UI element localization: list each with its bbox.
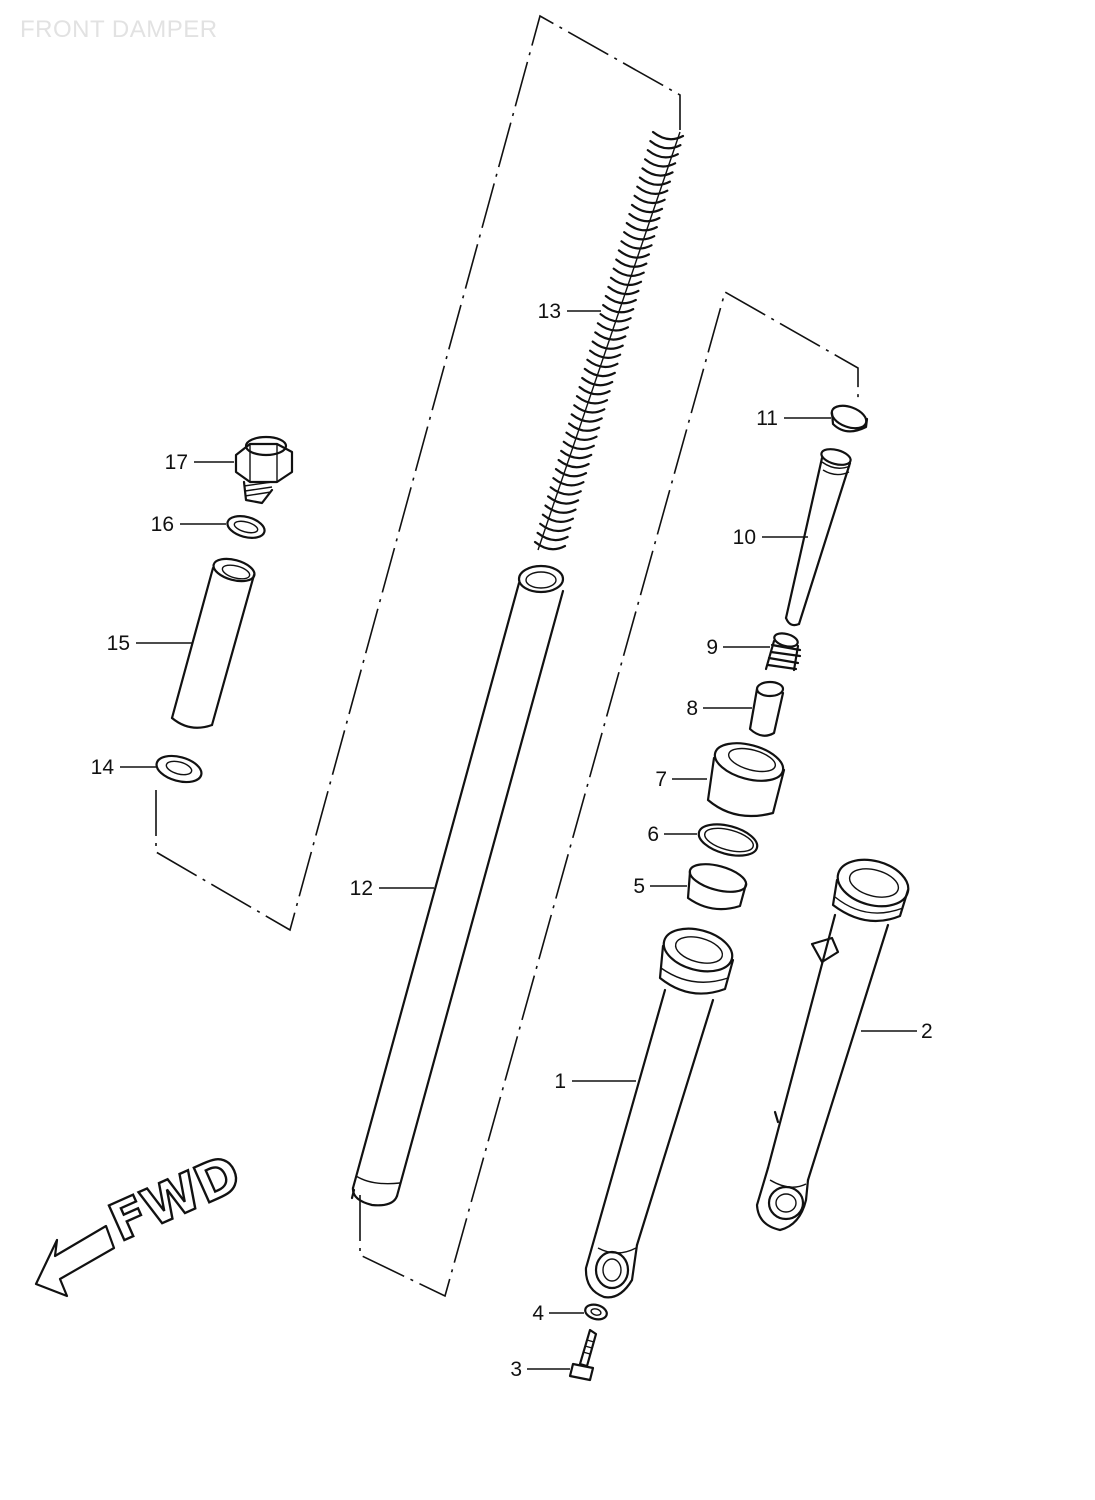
callout-number: 16 bbox=[151, 513, 174, 536]
callout-17: 17 bbox=[165, 451, 234, 474]
callout-number: 10 bbox=[733, 526, 756, 549]
assembly-boundary-center bbox=[359, 290, 859, 1298]
callout-number: 13 bbox=[538, 300, 561, 323]
callout-16: 16 bbox=[151, 513, 226, 536]
callout-number: 14 bbox=[91, 756, 115, 779]
forward-direction-label: FWD bbox=[101, 1144, 250, 1254]
callout-number: 11 bbox=[756, 407, 778, 430]
callout-7: 7 bbox=[655, 768, 707, 791]
callout-10: 10 bbox=[733, 526, 808, 549]
part-retainer-ring bbox=[697, 823, 759, 857]
part-gasket bbox=[584, 1303, 608, 1321]
callout-number: 17 bbox=[165, 451, 188, 474]
callout-number: 5 bbox=[633, 875, 645, 898]
part-rebound-spring bbox=[764, 632, 802, 672]
callout-number: 7 bbox=[655, 768, 667, 791]
callout-13: 13 bbox=[538, 300, 601, 323]
callout-9: 9 bbox=[706, 636, 770, 659]
callout-15: 15 bbox=[107, 632, 192, 655]
part-outer-tube-1 bbox=[584, 927, 735, 1299]
callout-5: 5 bbox=[633, 875, 687, 898]
callout-number: 12 bbox=[350, 877, 373, 900]
callout-3: 3 bbox=[510, 1358, 570, 1381]
callout-number: 1 bbox=[554, 1070, 566, 1093]
callout-12: 12 bbox=[350, 877, 434, 900]
callout-number: 2 bbox=[921, 1020, 933, 1043]
diagram-title: FRONT DAMPER bbox=[20, 16, 218, 43]
assembly-boundary-left bbox=[155, 14, 681, 932]
part-bushing bbox=[686, 863, 748, 911]
callout-2: 2 bbox=[861, 1020, 933, 1043]
forward-arrow-icon: FWD bbox=[34, 1143, 251, 1298]
callout-number: 6 bbox=[647, 823, 659, 846]
callout-14: 14 bbox=[91, 756, 156, 779]
callout-11: 11 bbox=[756, 407, 831, 430]
callout-4: 4 bbox=[532, 1302, 584, 1325]
part-outer-tube-2 bbox=[755, 858, 910, 1232]
part-spacer bbox=[170, 557, 256, 729]
callout-number: 9 bbox=[706, 636, 718, 659]
part-fork-spring bbox=[533, 130, 685, 551]
part-ring bbox=[830, 404, 869, 433]
part-damper-rod bbox=[784, 448, 852, 627]
callout-number: 4 bbox=[532, 1302, 544, 1325]
part-inner-tube bbox=[350, 564, 565, 1207]
part-cap-bolt bbox=[234, 435, 294, 505]
part-bolt bbox=[568, 1328, 598, 1382]
callout-6: 6 bbox=[647, 823, 697, 846]
callout-8: 8 bbox=[686, 697, 752, 720]
callout-number: 3 bbox=[510, 1358, 522, 1381]
callout-number: 15 bbox=[107, 632, 130, 655]
callouts: 1 2 3 4 5 6 7 8 9 10 11 12 13 14 15 16 1… bbox=[91, 300, 933, 1381]
part-oil-seal bbox=[706, 742, 786, 818]
part-o-ring bbox=[226, 515, 266, 539]
part-piston bbox=[748, 680, 785, 737]
callout-1: 1 bbox=[554, 1070, 636, 1093]
part-washer bbox=[155, 754, 203, 784]
callout-number: 8 bbox=[686, 697, 698, 720]
